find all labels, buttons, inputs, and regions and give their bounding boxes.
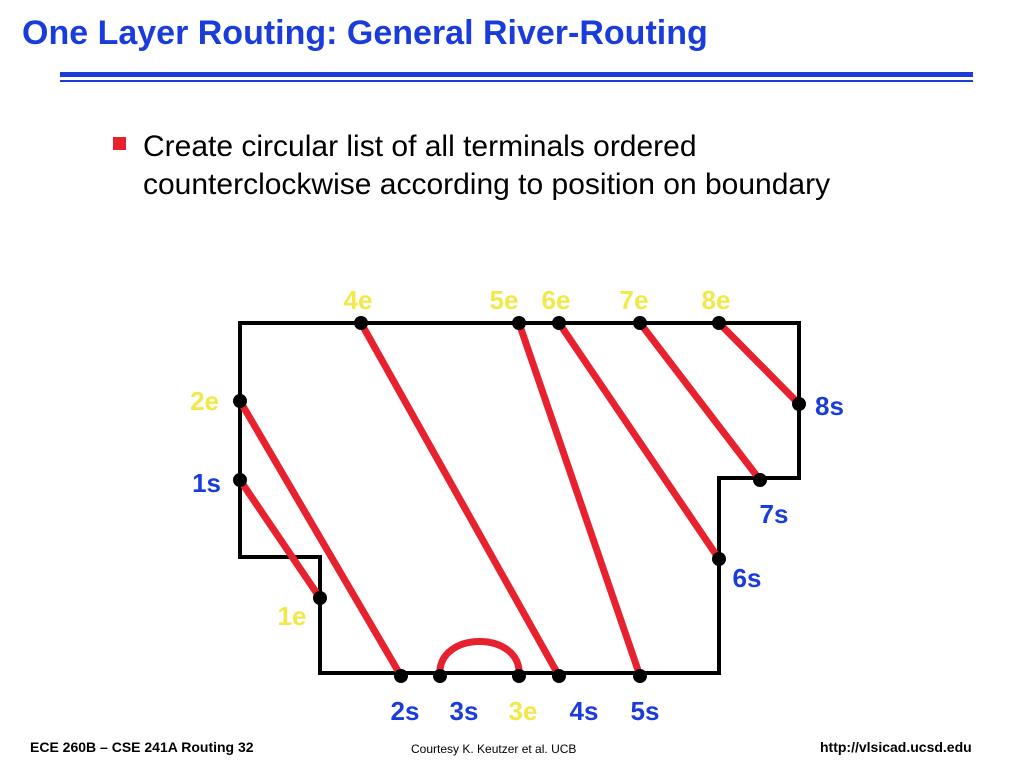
terminal-pin-6e [552,316,566,330]
wire-net-8 [715,319,803,408]
bullet-square-icon [113,137,126,150]
wire-net-4 [357,319,563,680]
bullet-line-1: Create circular list of all terminals or… [143,130,697,163]
terminal-label-1s: 1s [192,468,221,498]
title-underline-thick [60,72,973,77]
wire-net-6 [555,319,723,563]
terminal-label-8e: 8e [702,285,731,315]
terminal-pin-3e [512,669,526,683]
footer-url[interactable]: http://vlsicad.ucsd.edu [820,739,972,755]
terminal-label-1e: 1e [278,601,307,631]
terminal-label-4s: 4s [570,696,599,726]
wire-net-3 [436,638,523,680]
title-underline-thin [60,80,973,82]
terminal-pins [233,316,806,683]
terminal-label-7e: 7e [620,285,649,315]
wire-net-2 [236,397,405,680]
wire-net-7 [636,319,764,484]
terminal-pin-1s [233,473,247,487]
wire-net-5 [515,319,644,680]
routing-region-boundary [238,321,801,675]
terminal-label-2s: 2s [391,696,420,726]
terminal-label-2e: 2e [190,386,219,416]
bullet-line-2: counterclockwise according to position o… [143,168,831,201]
terminal-label-7s: 7s [760,499,789,529]
terminal-label-3e: 3e [509,696,538,726]
terminal-label-4e: 4e [344,285,373,315]
terminal-label-5s: 5s [631,696,660,726]
wires [236,319,803,680]
terminal-label-6s: 6s [733,563,762,593]
terminal-pin-5e [512,316,526,330]
terminal-pin-4e [354,316,368,330]
terminal-label-6e: 6e [542,285,571,315]
terminal-pin-8s [792,397,806,411]
terminal-pin-3s [433,669,447,683]
terminal-pin-1e [313,591,327,605]
slide-title: One Layer Routing: General River-Routing [22,14,708,52]
terminal-label-8s: 8s [815,391,844,421]
terminal-label-5e: 5e [490,285,519,315]
terminal-pin-7s [753,473,767,487]
terminal-pin-2e [233,394,247,408]
terminal-label-3s: 3s [450,696,479,726]
terminal-pin-6s [712,552,726,566]
footer-credit: Courtesy K. Keutzer et al. UCB [411,742,577,756]
terminal-pin-4s [552,669,566,683]
terminal-labels: 4e 5e 6e 7e 8e 2e 8s 1s 7s 6s 1e 2s 3s 3e 4s 5s [190,285,844,726]
terminal-pin-7e [633,316,647,330]
footer-course: ECE 260B – CSE 241A Routing 32 [30,739,254,755]
terminal-pin-8e [712,316,726,330]
bullet-text: Create circular list of all terminals or… [143,128,963,204]
terminal-pin-5s [633,669,647,683]
wire-net-1 [236,476,324,602]
terminal-pin-2s [394,669,408,683]
